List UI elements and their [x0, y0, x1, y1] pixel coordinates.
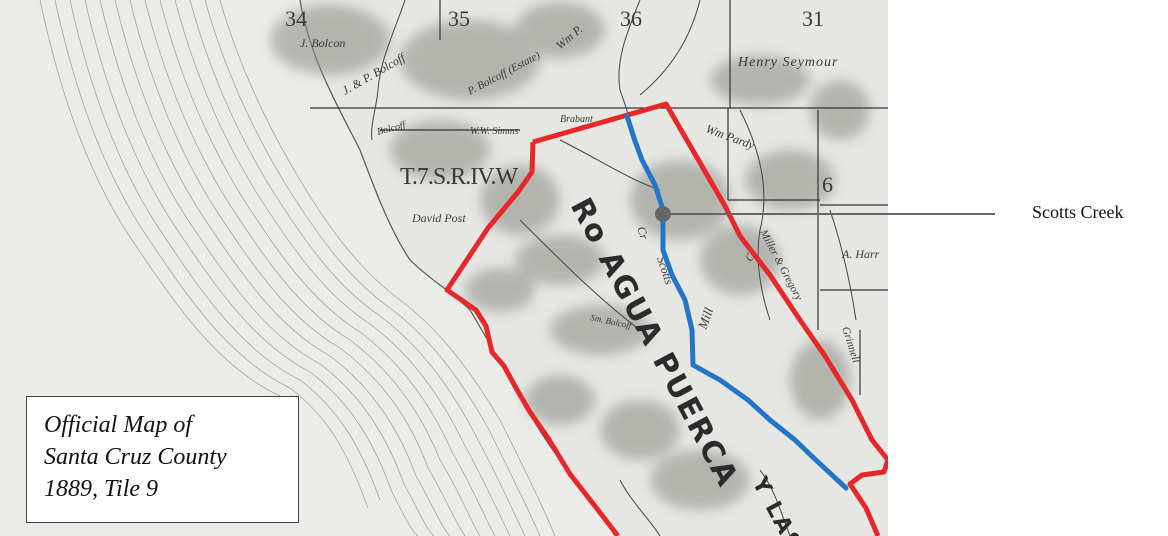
scotts-creek — [624, 113, 849, 491]
creek-label: Cr — [634, 225, 651, 242]
owner-label: Henry Seymour — [737, 55, 838, 70]
owner-label: Brabant — [560, 114, 593, 125]
creek-label: Mill — [694, 305, 716, 332]
map-title-box: Official Map of Santa Cruz County 1889, … — [26, 396, 299, 523]
owner-label: David Post — [411, 211, 466, 225]
section-number: 6 — [822, 172, 833, 197]
rancho-boundary — [444, 101, 888, 536]
rancho-label: Y LAS — [746, 472, 806, 536]
map-title-line: Official Map of — [44, 412, 192, 438]
section-number: 35 — [448, 6, 470, 31]
callout-label: Scotts Creek — [1032, 202, 1124, 222]
map-title-line: 1889, Tile 9 — [44, 476, 159, 502]
owner-label: W.W. Simms — [470, 126, 519, 137]
terrain-shading — [270, 2, 870, 510]
owner-label: J. Bolcon — [300, 36, 345, 50]
section-number: 34 — [285, 6, 307, 31]
streams — [371, 0, 857, 536]
township-label: T.7.S.R.IV.W — [400, 164, 518, 190]
owner-label: A. Harr — [841, 247, 880, 261]
owner-label: Wm Pardy — [704, 122, 757, 153]
survey-grid — [310, 0, 888, 395]
section-number: 36 — [620, 6, 642, 31]
callout-marker — [655, 206, 671, 222]
coast-contours — [39, 0, 556, 536]
section-number: 31 — [802, 6, 824, 31]
map-title-line: Santa Cruz County — [44, 444, 227, 470]
